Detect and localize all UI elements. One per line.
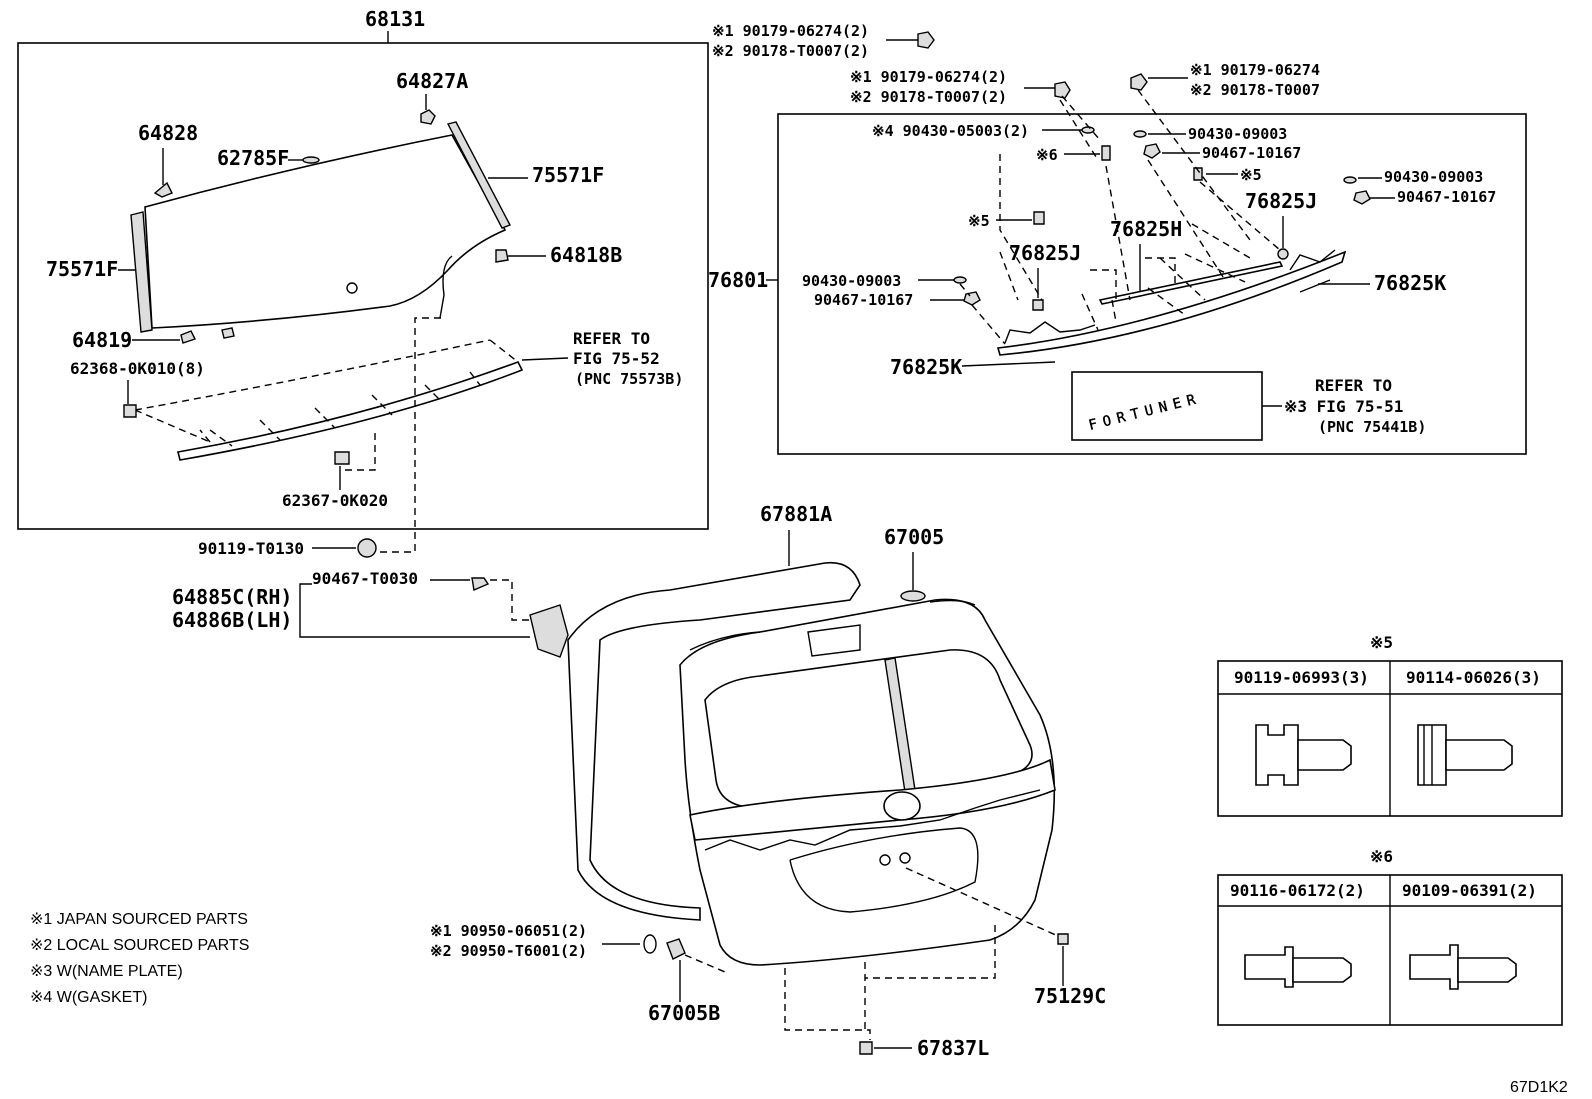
spacer-62785F xyxy=(302,156,320,164)
label-90119-T0130: 90119-T0130 xyxy=(198,539,304,558)
diagram-code: 67D1K2 xyxy=(1510,1079,1568,1096)
table5-title: ※5 xyxy=(1370,633,1393,652)
label-64827A: 64827A xyxy=(396,69,468,93)
label-75129C: 75129C xyxy=(1034,984,1106,1008)
note-2a: ※2 90178-T0007(2) xyxy=(712,42,869,60)
refer2-line3: (PNC 75441B) xyxy=(1318,418,1426,436)
label-64818B: 64818B xyxy=(550,243,622,267)
nut-top-2 xyxy=(1054,81,1071,99)
back-door-garnish xyxy=(959,89,1347,356)
label-62368: 62368-0K010(8) xyxy=(70,359,205,378)
note-2b: ※2 90178-T0007(2) xyxy=(850,88,1007,106)
clip-64819 xyxy=(180,330,196,344)
label-64819: 64819 xyxy=(72,328,132,352)
legend-1: ※1 JAPAN SOURCED PARTS xyxy=(30,911,248,928)
clip-75129C xyxy=(1057,933,1069,945)
table6-col2: 90109-06391(2) xyxy=(1402,881,1537,900)
legend: ※1 JAPAN SOURCED PARTS ※2 LOCAL SOURCED … xyxy=(30,911,249,1006)
glass-molding xyxy=(134,339,524,471)
legend-2: ※2 LOCAL SOURCED PARTS xyxy=(30,937,249,954)
legend-3: ※3 W(NAME PLATE) xyxy=(30,963,183,980)
label-90430-b: 90430-09003 xyxy=(1384,168,1483,186)
note-2c: ※2 90178-T0007 xyxy=(1190,81,1320,99)
refer2-line2: ※3 FIG 75-51 xyxy=(1284,397,1403,416)
label-76825J-right: 76825J xyxy=(1245,189,1317,213)
label-90467-T0030: 90467-T0030 xyxy=(312,569,418,588)
nut-top-3 xyxy=(1130,73,1148,91)
refer2-line1: REFER TO xyxy=(1315,376,1392,395)
label-90430-c: 90430-09003 xyxy=(802,272,901,290)
note-6: ※6 xyxy=(1036,146,1058,164)
nut-top-1 xyxy=(917,31,935,49)
refer1-line2: FIG 75-52 xyxy=(573,349,660,368)
label-76801: 76801 xyxy=(708,268,768,292)
note-4: ※4 90430-05003(2) xyxy=(872,122,1029,140)
clip-62368 xyxy=(123,404,137,418)
clip-64828 xyxy=(153,181,173,198)
clip-64818B xyxy=(495,249,509,263)
note-1c: ※1 90179-06274 xyxy=(1190,61,1320,79)
garnish-group-box xyxy=(777,113,1527,455)
hinge-bracket xyxy=(529,604,569,658)
fastener-table-6: ※6 90116-06172(2) 90109-06391(2) xyxy=(1217,847,1563,1026)
label-67881A: 67881A xyxy=(760,502,832,526)
emblem-text: FORTUNER xyxy=(1087,390,1203,433)
label-68131: 68131 xyxy=(365,7,425,31)
label-90467-c: 90467-10167 xyxy=(814,291,913,309)
clip-67837L xyxy=(859,1041,873,1055)
refer1-line1: REFER TO xyxy=(573,329,650,348)
label-64886B: 64886B(LH) xyxy=(172,608,292,632)
label-76825H: 76825H xyxy=(1110,217,1182,241)
fastener-table-5: ※5 90119-06993(3) 90114-06026(3) xyxy=(1217,633,1563,817)
lock-cylinder-67005B xyxy=(666,938,686,960)
label-76825J-left: 76825J xyxy=(1009,241,1081,265)
note-5b: ※5 xyxy=(968,212,990,230)
label-90467-b: 90467-10167 xyxy=(1397,188,1496,206)
label-67005: 67005 xyxy=(884,525,944,549)
label-64828: 64828 xyxy=(138,121,198,145)
label-64885C: 64885C(RH) xyxy=(172,585,292,609)
table5-col2: 90114-06026(3) xyxy=(1406,668,1541,687)
note-2d: ※2 90950-T6001(2) xyxy=(430,942,587,960)
label-90467-a: 90467-10167 xyxy=(1202,144,1301,162)
clip-62367 xyxy=(334,451,350,465)
refer1-line3: (PNC 75573B) xyxy=(575,370,683,388)
label-67005B: 67005B xyxy=(648,1001,720,1025)
clip-90119-T0130 xyxy=(357,538,377,558)
fortuner-emblem: FORTUNER xyxy=(1071,371,1263,441)
note-1a: ※1 90179-06274(2) xyxy=(712,22,869,40)
label-75571F-right: 75571F xyxy=(532,163,604,187)
label-90430-a: 90430-09003 xyxy=(1188,125,1287,143)
clip-90467-T0030 xyxy=(471,577,490,591)
table6-title: ※6 xyxy=(1370,847,1393,866)
label-67837L: 67837L xyxy=(917,1036,989,1060)
label-76825K-right: 76825K xyxy=(1374,271,1446,295)
table6-col1: 90116-06172(2) xyxy=(1230,881,1365,900)
legend-4: ※4 W(GASKET) xyxy=(30,989,147,1006)
label-75571F-left: 75571F xyxy=(46,257,118,281)
note-1b: ※1 90179-06274(2) xyxy=(850,68,1007,86)
label-76825K-left: 76825K xyxy=(890,355,962,379)
back-door-panel xyxy=(567,561,1056,966)
table5-col1: 90119-06993(3) xyxy=(1234,668,1369,687)
back-door-glass xyxy=(130,121,511,333)
clip-64827A xyxy=(420,109,436,125)
note-5a: ※5 xyxy=(1240,166,1262,184)
note-1d: ※1 90950-06051(2) xyxy=(430,922,587,940)
label-62367: 62367-0K020 xyxy=(282,491,388,510)
label-62785F: 62785F xyxy=(217,146,289,170)
glass-group-box xyxy=(17,42,709,530)
